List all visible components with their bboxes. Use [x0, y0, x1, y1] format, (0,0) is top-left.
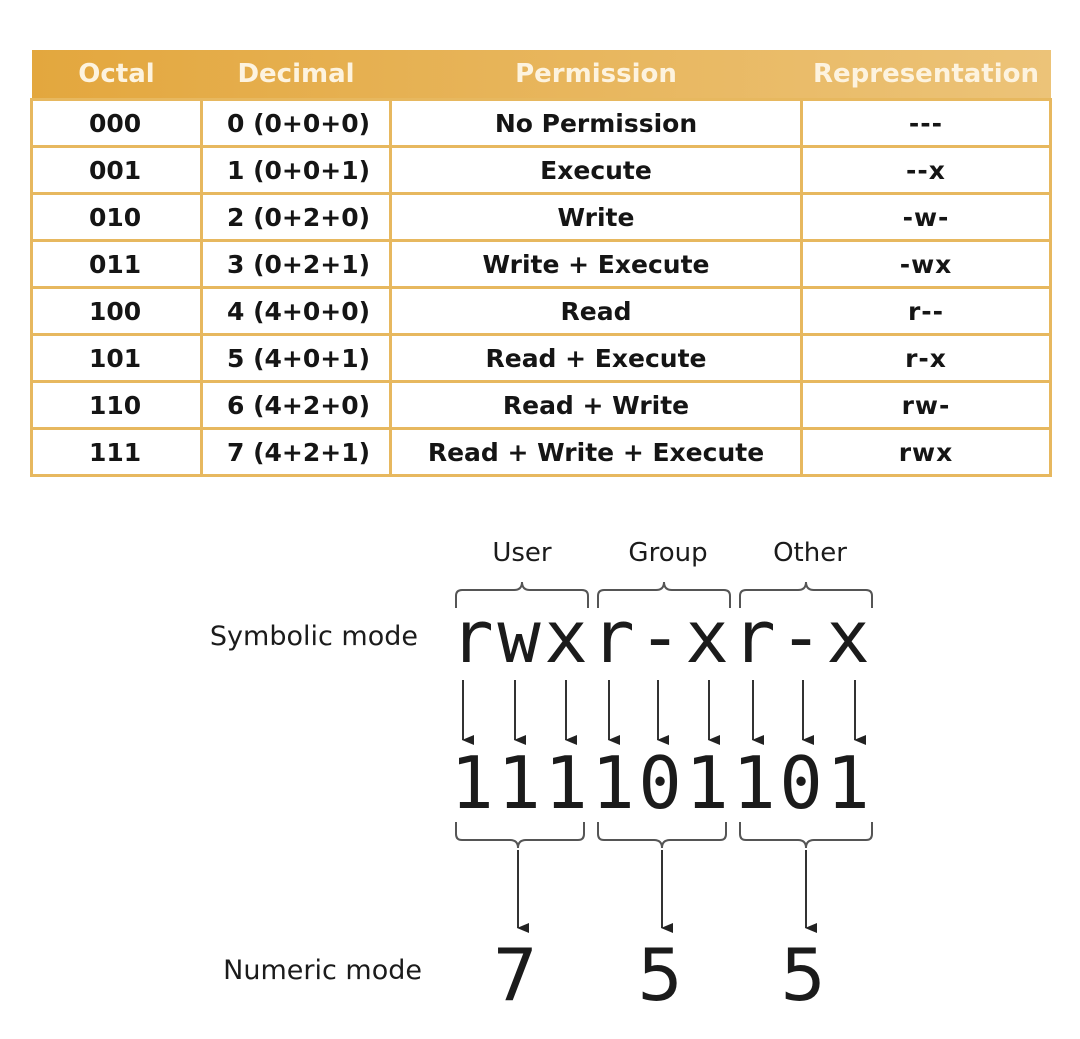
cell-permission: Read + Write + Execute: [389, 427, 803, 477]
cell-permission: No Permission: [389, 98, 803, 148]
cell-octal: 111: [30, 427, 203, 477]
binary-digit-other-r: 1: [732, 741, 775, 825]
symbolic-char-group-r: r: [591, 595, 634, 679]
cell-permission: Read + Write: [389, 380, 803, 430]
cell-representation: rw-: [800, 380, 1052, 430]
cell-decimal: 1 (0+0+1): [200, 145, 392, 195]
symbolic-char-user-x: x: [544, 595, 587, 679]
table-row: 011 3 (0+2+1) Write + Execute -wx: [30, 239, 1052, 289]
cell-octal: 100: [30, 286, 203, 336]
symbolic-char-other-r: r: [732, 595, 775, 679]
cell-representation: ---: [800, 98, 1052, 148]
cell-octal: 000: [30, 98, 203, 148]
cell-decimal: 3 (0+2+1): [200, 239, 392, 289]
symbolic-char-group-dash: -: [638, 595, 681, 679]
brace-other-top: [739, 581, 873, 608]
header-representation: Representation: [812, 59, 1040, 89]
cell-decimal: 2 (0+2+0): [200, 192, 392, 242]
binary-digit-group-x: 1: [685, 741, 728, 825]
cell-octal: 010: [30, 192, 203, 242]
binary-digit-other-x: 1: [826, 741, 869, 825]
cell-octal: 001: [30, 145, 203, 195]
symbolic-char-other-dash: -: [779, 595, 822, 679]
numeric-digit-group: 5: [637, 933, 683, 1017]
cell-permission: Write + Execute: [389, 239, 803, 289]
binary-digit-group-w: 0: [638, 741, 681, 825]
symbolic-char-user-w: w: [497, 595, 541, 679]
header-decimal: Decimal: [237, 59, 355, 89]
cell-decimal: 7 (4+2+1): [200, 427, 392, 477]
brace-user-bottom: [455, 822, 585, 849]
group-label-group: Group: [628, 538, 707, 568]
symbolic-char-user-r: r: [450, 595, 493, 679]
table-row: 111 7 (4+2+1) Read + Write + Execute rwx: [30, 427, 1052, 477]
symbolic-char-other-x: x: [826, 595, 869, 679]
cell-permission: Write: [389, 192, 803, 242]
cell-representation: --x: [800, 145, 1052, 195]
cell-representation: r--: [800, 286, 1052, 336]
binary-digit-other-w: 0: [779, 741, 822, 825]
cell-representation: -wx: [800, 239, 1052, 289]
table-header-row: Octal Decimal Permission Representation: [31, 50, 1051, 100]
numeric-mode-label: Numeric mode: [223, 955, 422, 986]
cell-representation: -w-: [800, 192, 1052, 242]
header-octal: Octal: [78, 59, 155, 89]
header-permission: Permission: [515, 59, 677, 89]
cell-decimal: 5 (4+0+1): [200, 333, 392, 383]
cell-octal: 011: [30, 239, 203, 289]
brace-user-top: [455, 581, 589, 608]
cell-decimal: 4 (4+0+0): [200, 286, 392, 336]
permissions-table: Octal Decimal Permission Representation …: [30, 50, 1052, 477]
cell-octal: 101: [30, 333, 203, 383]
table-row: 110 6 (4+2+0) Read + Write rw-: [30, 380, 1052, 430]
group-label-user: User: [492, 538, 552, 568]
symbolic-char-group-x: x: [685, 595, 728, 679]
table-row: 001 1 (0+0+1) Execute --x: [30, 145, 1052, 195]
brace-group-top: [597, 581, 731, 608]
table-row: 101 5 (4+0+1) Read + Execute r-x: [30, 333, 1052, 383]
cell-decimal: 0 (0+0+0): [200, 98, 392, 148]
numeric-digit-user: 7: [492, 933, 538, 1017]
cell-representation: r-x: [800, 333, 1052, 383]
binary-digit-group-r: 1: [591, 741, 634, 825]
cell-representation: rwx: [800, 427, 1052, 477]
numeric-digit-other: 5: [780, 933, 826, 1017]
group-label-other: Other: [773, 538, 847, 568]
cell-permission: Read + Execute: [389, 333, 803, 383]
brace-group-bottom: [597, 822, 727, 849]
binary-digit-user-w: 1: [497, 741, 540, 825]
binary-digit-user-r: 1: [450, 741, 493, 825]
cell-permission: Execute: [389, 145, 803, 195]
table-row: 100 4 (4+0+0) Read r--: [30, 286, 1052, 336]
binary-digit-user-x: 1: [544, 741, 587, 825]
brace-other-bottom: [739, 822, 873, 849]
table-row: 000 0 (0+0+0) No Permission ---: [30, 98, 1052, 148]
cell-octal: 110: [30, 380, 203, 430]
symbolic-mode-label: Symbolic mode: [210, 621, 418, 652]
cell-permission: Read: [389, 286, 803, 336]
table-row: 010 2 (0+2+0) Write -w-: [30, 192, 1052, 242]
cell-decimal: 6 (4+2+0): [200, 380, 392, 430]
